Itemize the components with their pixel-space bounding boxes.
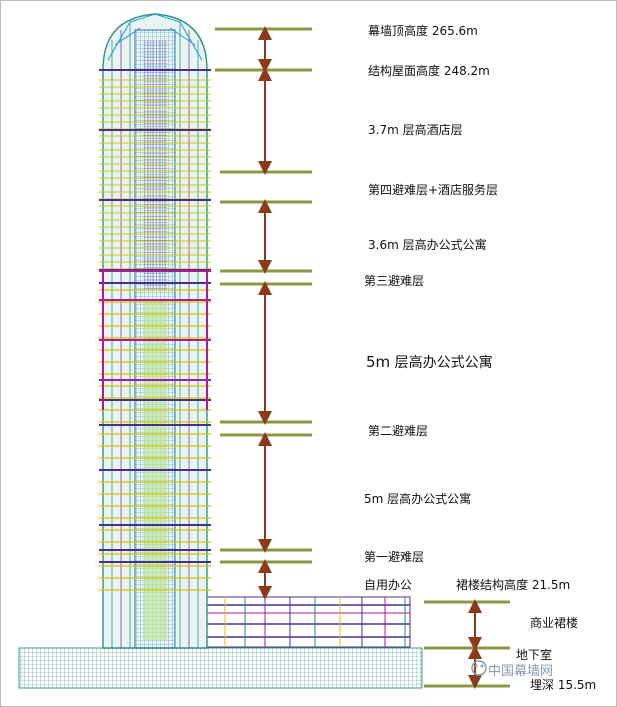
label-self-use-office: 自用办公 xyxy=(364,578,413,592)
watermark-logo-icon xyxy=(471,660,487,676)
tower-structure xyxy=(102,13,208,649)
label-commercial-podium: 商业裙楼 xyxy=(530,616,579,630)
core-upper xyxy=(143,40,167,290)
label-office-5-upper-num: 5m xyxy=(366,353,391,371)
basement-mesh xyxy=(18,647,423,689)
label-office-5-upper-text: 层高办公式公寓 xyxy=(390,355,493,371)
label-podium-height: 裙楼结构高度 21.5m xyxy=(456,578,571,592)
label-office-5-upper: 5m 层高办公式公寓 xyxy=(366,352,493,372)
label-roof-structure: 结构屋面高度 248.2m xyxy=(368,64,490,78)
label-office-5-lower: 5m 层高办公式公寓 xyxy=(364,492,472,506)
podium-structure xyxy=(204,596,411,648)
label-hotel-floors: 3.7m 层高酒店层 xyxy=(368,123,463,137)
label-refuge-2: 第二避难层 xyxy=(368,424,429,438)
label-curtain-wall-top: 幕墙顶高度 265.6m xyxy=(368,24,478,38)
floor-beams xyxy=(99,69,211,591)
label-refuge-3: 第三避难层 xyxy=(364,274,425,288)
label-refuge-4: 第四避难层+酒店服务层 xyxy=(368,183,499,197)
label-office-36: 3.6m 层高办公式公寓 xyxy=(368,238,487,252)
label-basement: 地下室 xyxy=(516,648,553,662)
label-basement-depth: 埋深 15.5m xyxy=(530,678,597,692)
watermark-text: 中国幕墙网 xyxy=(488,664,554,679)
label-refuge-1: 第一避难层 xyxy=(364,550,425,564)
